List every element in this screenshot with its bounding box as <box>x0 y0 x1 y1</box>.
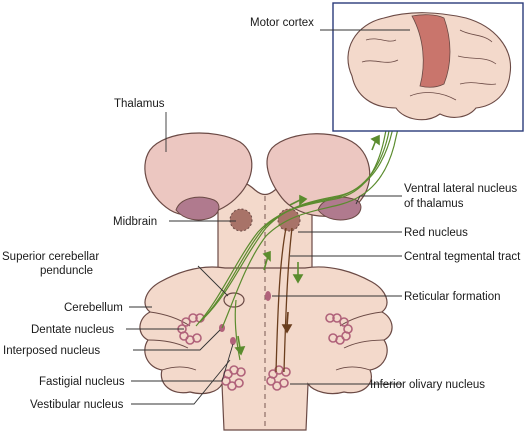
olive-left <box>221 365 246 391</box>
label-interposed-nucleus: Interposed nucleus <box>3 345 100 357</box>
pathway-arrows-green <box>234 134 380 356</box>
leader-lines <box>126 29 410 405</box>
dentate-nucleus-right <box>325 313 353 345</box>
thalamus-left <box>144 132 253 221</box>
label-fastigial-nucleus: Fastigial nucleus <box>39 376 125 388</box>
red-nucleus-left <box>229 208 253 232</box>
fastigial-nucleus <box>230 337 236 345</box>
cerebellum-body <box>139 196 393 431</box>
label-reticular-formation: Reticular formation <box>404 291 501 303</box>
pathway-arrow-brown <box>281 311 293 334</box>
label-vestibular-nucleus: Vestibular nucleus <box>30 399 124 411</box>
reticular-formation <box>265 291 271 301</box>
label-cerebellum: Cerebellum <box>64 302 123 314</box>
motor-cortex-strip <box>411 14 451 88</box>
motor-cortex-inset <box>332 2 524 132</box>
label-dentate-nucleus: Dentate nucleus <box>31 324 114 336</box>
label-central-tegmental-tract: Central tegmental tract <box>404 251 521 263</box>
superior-cerebellar-peduncle <box>223 292 245 308</box>
label-vl-nucleus-2: of thalamus <box>404 198 464 210</box>
label-midbrain: Midbrain <box>113 216 157 228</box>
label-motor-cortex: Motor cortex <box>250 17 314 29</box>
central-tegmental-tract <box>275 227 293 373</box>
olive-right <box>266 365 291 391</box>
labels: Motor cortex Thalamus Ventral lateral nu… <box>2 17 521 411</box>
label-red-nucleus: Red nucleus <box>404 227 468 239</box>
label-vl-nucleus-1: Ventral lateral nucleus <box>404 183 517 195</box>
label-thalamus: Thalamus <box>114 98 165 110</box>
label-inferior-olivary-nucleus: Inferior olivary nucleus <box>370 379 485 391</box>
label-scp-2: penduncle <box>40 265 93 277</box>
label-scp-1: Superior cerebellar <box>2 251 99 263</box>
